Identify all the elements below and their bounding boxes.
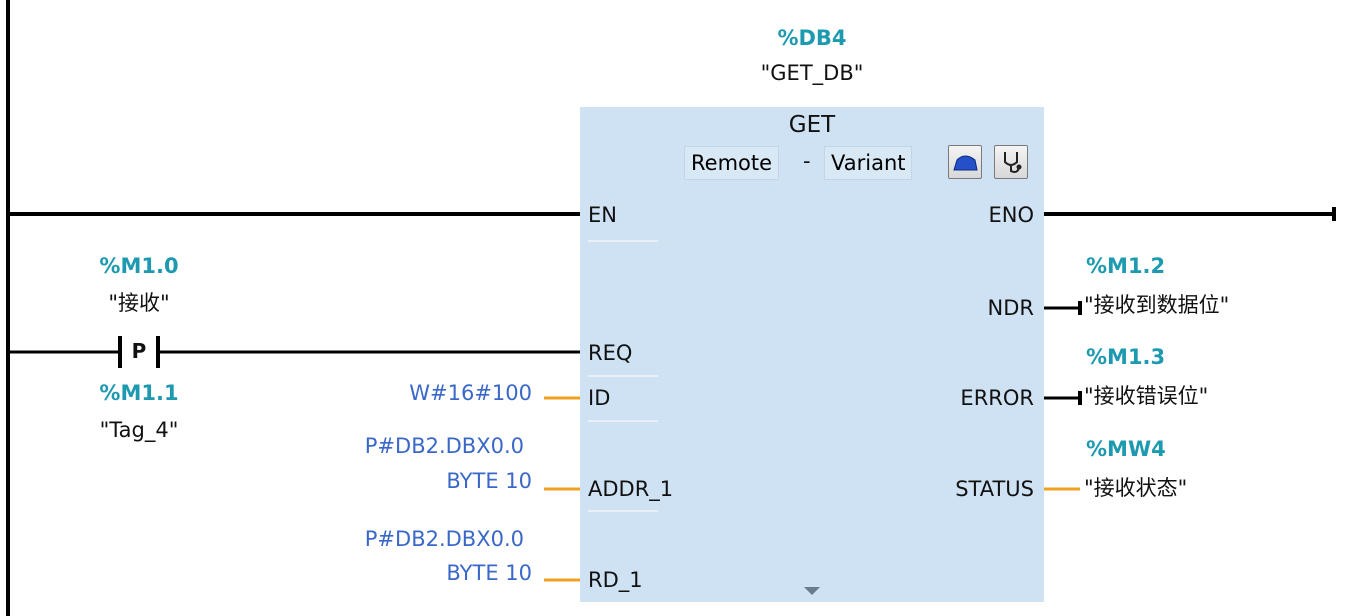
error-address[interactable]: %M1.3 bbox=[1086, 345, 1166, 369]
diagnostics-stethoscope-icon[interactable] bbox=[994, 145, 1028, 179]
pin-separator bbox=[588, 510, 658, 512]
addr1-pointer[interactable]: P#DB2.DBX0.0 bbox=[364, 434, 524, 458]
edge-memory-name[interactable]: "Tag_4" bbox=[99, 418, 179, 442]
edge-memory-address[interactable]: %M1.1 bbox=[99, 381, 179, 405]
remote-connection-icon[interactable] bbox=[948, 145, 982, 179]
id-value[interactable]: W#16#100 bbox=[409, 381, 532, 405]
rd1-pointer[interactable]: P#DB2.DBX0.0 bbox=[364, 527, 524, 551]
status-name[interactable]: "接收状态" bbox=[1084, 476, 1188, 500]
ndr-address[interactable]: %M1.2 bbox=[1086, 254, 1166, 278]
ndr-name[interactable]: "接收到数据位" bbox=[1084, 293, 1230, 317]
pin-separator bbox=[588, 375, 658, 377]
pin-error: ERROR bbox=[960, 386, 1034, 410]
get-function-block[interactable] bbox=[580, 107, 1044, 602]
contact-operand-address[interactable]: %M1.0 bbox=[99, 254, 179, 278]
status-address[interactable]: %MW4 bbox=[1086, 437, 1166, 461]
pin-rd-1: RD_1 bbox=[588, 568, 643, 592]
instance-db-name: "GET_DB" bbox=[760, 61, 864, 85]
pin-addr-1: ADDR_1 bbox=[588, 477, 674, 501]
param-dash: - bbox=[803, 149, 811, 173]
error-name[interactable]: "接收错误位" bbox=[1084, 384, 1209, 408]
pin-req: REQ bbox=[588, 341, 633, 365]
param1-selector[interactable]: Remote bbox=[684, 146, 780, 180]
instance-db-address: %DB4 bbox=[777, 26, 847, 50]
pin-en: EN bbox=[588, 203, 617, 227]
contact-operand-name[interactable]: "接收" bbox=[108, 291, 170, 315]
positive-edge-contact[interactable]: P bbox=[131, 339, 147, 363]
expand-arrow-icon bbox=[804, 587, 820, 595]
rd1-length[interactable]: BYTE 10 bbox=[446, 561, 532, 585]
pin-eno: ENO bbox=[988, 203, 1034, 227]
pin-ndr: NDR bbox=[987, 296, 1034, 320]
pin-id: ID bbox=[588, 386, 611, 410]
pin-separator bbox=[588, 240, 658, 242]
pin-separator bbox=[588, 420, 658, 422]
param2-selector[interactable]: Variant bbox=[824, 146, 913, 180]
addr1-length[interactable]: BYTE 10 bbox=[446, 469, 532, 493]
block-title: GET bbox=[788, 112, 836, 138]
pin-status: STATUS bbox=[955, 477, 1034, 501]
